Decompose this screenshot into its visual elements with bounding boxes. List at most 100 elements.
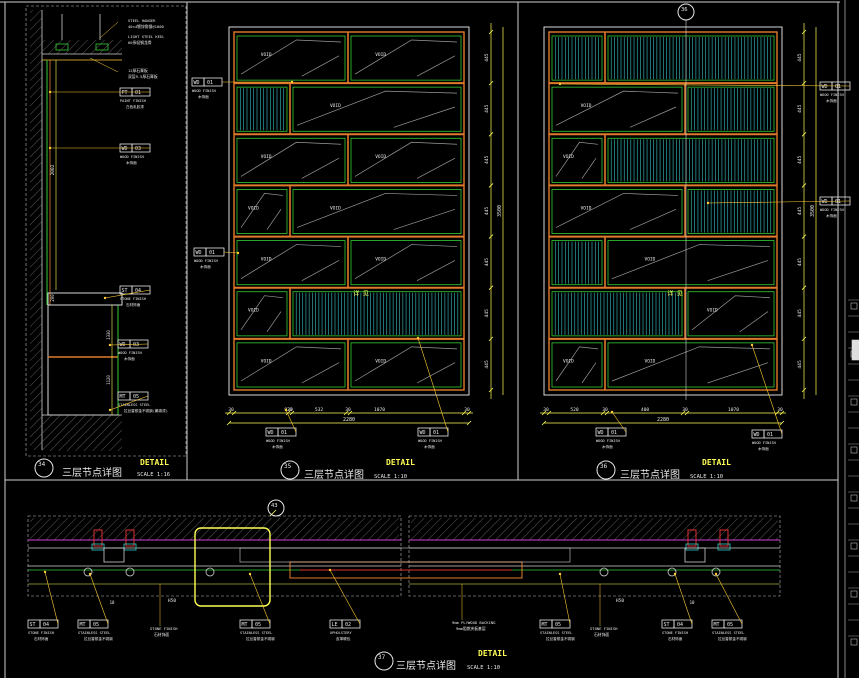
- cabinet-outer-frame: [543, 26, 783, 396]
- dimension-tick: [779, 420, 785, 426]
- title-block-strip: [844, 0, 859, 678]
- tag-number: 01: [281, 430, 287, 436]
- tag-leader-dot: [558, 82, 562, 86]
- steel-bracket: [123, 543, 137, 551]
- detail-34-heading: DETAIL: [140, 458, 169, 467]
- detail-34-number-bubble: [34, 458, 54, 478]
- cell-frame: [551, 189, 683, 234]
- dimension-tick: [285, 410, 291, 416]
- void-label: VOID: [375, 154, 386, 160]
- cell-frame: [236, 291, 288, 337]
- center-mark: 详 见: [353, 290, 369, 298]
- strip-cell: [850, 494, 858, 502]
- tag-material: PAINT FINISH: [120, 99, 146, 103]
- void-sketch-line: [301, 260, 340, 282]
- dimension-value: 923: [284, 407, 293, 413]
- detail-34-dashed-frame: [25, 5, 187, 457]
- tag-material: WOOD FINISH: [192, 89, 216, 93]
- dimension-tick: [546, 410, 552, 416]
- dimension-value: 1070: [374, 407, 385, 413]
- dimension-tick: [488, 132, 494, 137]
- tag-leader-dot: [48, 90, 52, 94]
- overall-height: 3500: [497, 205, 503, 217]
- detail-35-heading: DETAIL: [386, 458, 415, 467]
- tag-material-cn: 石材饰面: [34, 636, 49, 641]
- red-anchor: [687, 529, 697, 547]
- tag-material-cn: 拉丝香槟金不锈钢: [718, 636, 747, 641]
- dimension-tick: [801, 387, 807, 393]
- dimension-tick: [488, 336, 494, 342]
- note-material: STONE FINISH: [150, 626, 178, 631]
- tag-leader-dot: [284, 408, 288, 412]
- dimension-tick: [801, 234, 807, 239]
- tag-number: 01: [135, 90, 141, 96]
- red-anchor: [719, 529, 729, 547]
- void-sketch-line: [240, 193, 284, 228]
- tag-code: WD: [122, 146, 128, 152]
- dimension-value: 445: [797, 258, 803, 267]
- tag-number: 03: [133, 342, 139, 348]
- void-label: VOID: [375, 359, 386, 365]
- void-sketch-line: [555, 193, 679, 228]
- dimension-tick: [801, 336, 807, 342]
- tag-leader: [559, 83, 851, 87]
- void-sketch-line: [629, 208, 677, 230]
- void-sketch-line: [296, 90, 458, 126]
- center-mark: 详 见: [667, 290, 683, 298]
- void-sketch-line: [354, 346, 458, 382]
- tag-material-cn: 木饰面: [826, 213, 837, 218]
- cell-frame: [236, 137, 346, 183]
- detail-callout-box: [194, 527, 271, 607]
- tag-number: 02: [345, 622, 351, 628]
- fixing-bolt: [667, 567, 677, 577]
- section-dashed-frame: [27, 515, 402, 597]
- tag-number: 04: [677, 622, 683, 628]
- void-sketch-line: [581, 157, 597, 179]
- cell-frame: [350, 240, 462, 286]
- tag-material-cn: 石材饰面: [126, 302, 141, 307]
- steel-channel: [684, 547, 706, 563]
- detail-36-top-mark: [677, 3, 695, 21]
- dimension-value: 30: [777, 407, 783, 413]
- dimension-tick: [801, 29, 807, 35]
- dimension-value: 445: [484, 155, 490, 164]
- tag-code: ST: [664, 622, 670, 628]
- dimension-tick: [801, 285, 807, 290]
- tag-material-cn: 拉丝香槟金不锈钢: [546, 636, 575, 641]
- void-sketch-line: [354, 244, 458, 280]
- tag-code: ST: [30, 622, 36, 628]
- floor-hatch: [42, 415, 122, 451]
- dimension-value: 1330: [106, 330, 111, 340]
- void-label: VOID: [261, 256, 272, 262]
- cabinet-inner-frame: [233, 31, 465, 391]
- tag-code: LE: [332, 622, 338, 628]
- dimension-value: 520: [570, 407, 579, 413]
- detail-37-number: 37: [378, 654, 386, 661]
- cell-frame: [292, 86, 462, 132]
- dimension-tick: [231, 410, 237, 416]
- tag-leader: [285, 409, 297, 433]
- dimension-tick: [680, 410, 686, 416]
- note-material-cn: 石材饰面: [594, 632, 609, 637]
- dimension-tick: [347, 410, 353, 416]
- strip-cell: [850, 542, 858, 550]
- tag-leader: [89, 573, 109, 625]
- void-label: VOID: [261, 52, 272, 58]
- tag-number: 05: [255, 622, 261, 628]
- detail-35-title-cn: 三层节点详图: [304, 468, 364, 481]
- fixing-bolt: [83, 567, 93, 577]
- void-label: VOID: [563, 154, 574, 160]
- tag-code: WD: [420, 430, 426, 436]
- keel-profile: [95, 43, 109, 51]
- overall-height: 3500: [810, 205, 816, 217]
